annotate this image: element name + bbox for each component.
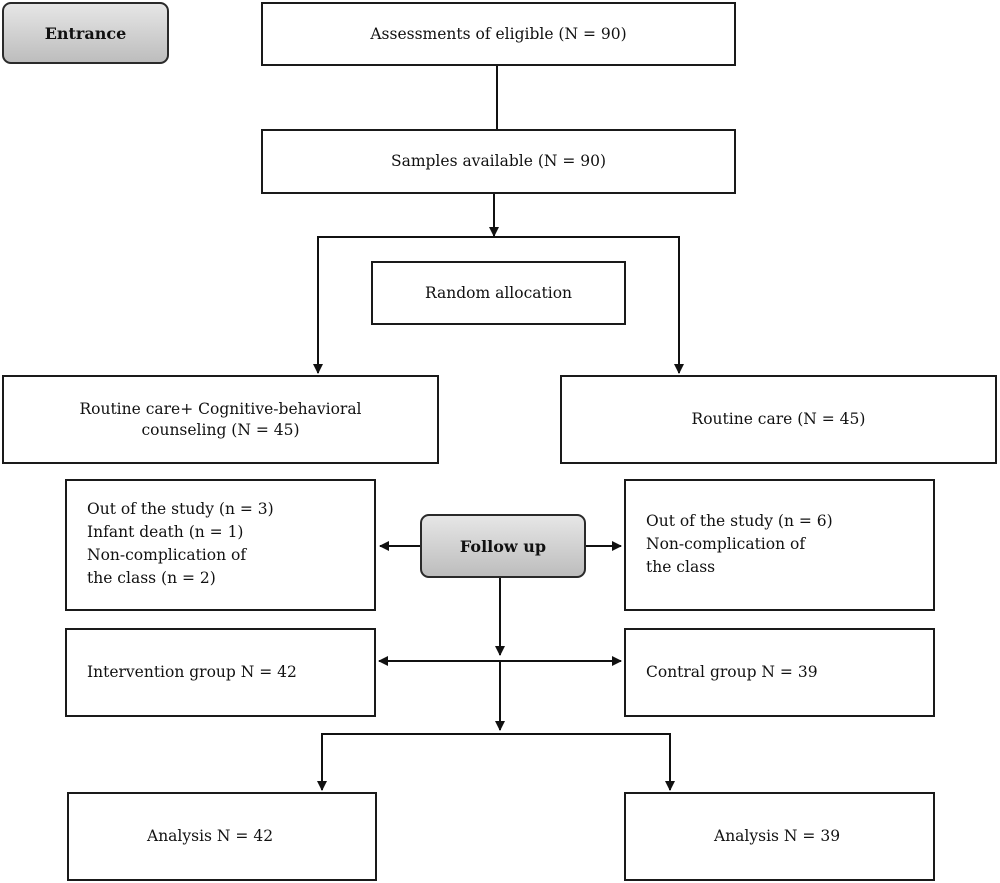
- control-losses-line: Non-complication of: [646, 534, 806, 553]
- arrow-to-analysis-intervention: [317, 733, 500, 791]
- assessments-box: Assessments of eligible (N = 90): [261, 2, 736, 66]
- intervention-arm-box: Routine care+ Cognitive-behavioral couns…: [2, 375, 439, 464]
- arrow-to-analysis-control: [500, 733, 675, 791]
- intervention-losses-text: Out of the study (n = 3) Infant death (n…: [67, 498, 274, 590]
- control-losses-line: the class: [646, 557, 716, 576]
- follow-up-label: Follow up: [420, 514, 586, 578]
- random-allocation-box: Random allocation: [371, 261, 626, 325]
- arrow-to-control-arm: [494, 236, 684, 374]
- control-arm-box: Routine care (N = 45): [560, 375, 997, 464]
- intervention-arm-line-1: Routine care+ Cognitive-behavioral: [79, 399, 362, 418]
- intervention-arm-line-2: counseling (N = 45): [141, 420, 300, 439]
- intervention-losses-line: the class (n = 2): [87, 568, 216, 587]
- analysis-control-box: Analysis N = 39: [624, 792, 935, 881]
- control-losses-text: Out of the study (n = 6) Non-complicatio…: [626, 510, 833, 579]
- arrow-to-intervention-arm: [313, 236, 494, 374]
- intervention-losses-line: Infant death (n = 1): [87, 522, 244, 541]
- intervention-losses-line: Out of the study (n = 3): [87, 500, 274, 518]
- analysis-intervention-box: Analysis N = 42: [67, 792, 377, 881]
- control-losses-line: Out of the study (n = 6): [646, 512, 833, 530]
- control-group-box: Contral group N = 39: [624, 628, 935, 717]
- samples-box: Samples available (N = 90): [261, 129, 736, 194]
- intervention-losses-box: Out of the study (n = 3) Infant death (n…: [65, 479, 376, 611]
- intervention-losses-line: Non-complication of: [87, 545, 247, 564]
- control-losses-box: Out of the study (n = 6) Non-complicatio…: [624, 479, 935, 611]
- entrance-label: Entrance: [2, 2, 169, 64]
- intervention-group-box: Intervention group N = 42: [65, 628, 376, 717]
